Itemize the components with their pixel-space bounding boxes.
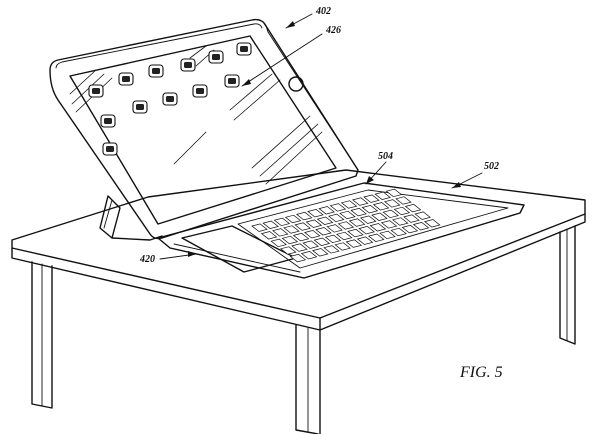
keyboard-key[interactable] bbox=[384, 199, 401, 208]
keyboard-key[interactable] bbox=[372, 202, 390, 211]
cover-stand bbox=[99, 195, 163, 241]
keyboard-key[interactable] bbox=[300, 251, 318, 260]
keyboard-key[interactable] bbox=[401, 224, 419, 234]
keyboard-key[interactable] bbox=[392, 217, 409, 226]
keyboard-key[interactable] bbox=[380, 220, 398, 229]
keyboard-key[interactable] bbox=[340, 200, 358, 209]
keyboard-key[interactable] bbox=[307, 209, 324, 218]
figure-caption: FIG. 5 bbox=[459, 364, 503, 381]
keyboard-key[interactable] bbox=[292, 232, 310, 242]
app-icon-glyph bbox=[166, 96, 174, 102]
keyboard-key[interactable] bbox=[329, 203, 347, 212]
keyboard-key[interactable] bbox=[294, 222, 311, 231]
keyboard-key[interactable] bbox=[424, 219, 441, 228]
keyboard-key[interactable] bbox=[363, 194, 380, 203]
table-leg-front-right bbox=[295, 324, 319, 434]
keyboard-key[interactable] bbox=[371, 212, 388, 221]
keyboard-key[interactable] bbox=[316, 216, 334, 225]
app-icon-glyph bbox=[240, 46, 248, 52]
keyboard-key[interactable] bbox=[356, 236, 374, 245]
keyboard-key[interactable] bbox=[382, 209, 399, 219]
keyboard-key[interactable] bbox=[302, 240, 319, 249]
tablet-device bbox=[49, 18, 359, 240]
keyboard-key[interactable] bbox=[272, 228, 289, 237]
keyboard-key[interactable] bbox=[368, 233, 385, 242]
keyboard-keys bbox=[251, 188, 441, 263]
keyboard-key[interactable] bbox=[283, 225, 300, 234]
table-top bbox=[11, 169, 586, 319]
keyboard-key[interactable] bbox=[305, 219, 323, 228]
app-icon-glyph bbox=[184, 62, 192, 68]
app-icon-glyph bbox=[104, 118, 112, 124]
keyboard-base bbox=[157, 182, 525, 279]
app-icon-glyph bbox=[228, 78, 236, 84]
keyboard-key[interactable] bbox=[315, 227, 332, 236]
keyboard-key[interactable] bbox=[270, 238, 287, 248]
keyboard-key[interactable] bbox=[369, 223, 387, 232]
keyboard-key[interactable] bbox=[385, 188, 403, 198]
ref-420: 420 bbox=[139, 254, 155, 265]
keyboard-key[interactable] bbox=[358, 226, 375, 235]
keyboard-key[interactable] bbox=[260, 231, 278, 240]
home-button[interactable] bbox=[288, 76, 304, 92]
app-icon-glyph bbox=[106, 146, 114, 152]
keyboard-key[interactable] bbox=[312, 248, 329, 257]
keyboard-key[interactable] bbox=[352, 197, 369, 206]
keyboard-key[interactable] bbox=[334, 242, 351, 251]
keyboard-key[interactable] bbox=[374, 191, 391, 200]
keyboard-key[interactable] bbox=[347, 228, 364, 238]
keyboard-key[interactable] bbox=[361, 205, 379, 214]
keyboard-region bbox=[237, 189, 509, 269]
keyboard-key[interactable] bbox=[313, 237, 331, 246]
app-icon-glyph bbox=[136, 104, 144, 110]
keyboard-key[interactable] bbox=[412, 222, 430, 231]
keyboard-key[interactable] bbox=[379, 230, 396, 240]
keyboard-key[interactable] bbox=[304, 230, 321, 239]
keyboard-key[interactable] bbox=[403, 214, 420, 223]
keyboard-key[interactable] bbox=[324, 234, 342, 244]
keyboard-key[interactable] bbox=[273, 217, 291, 227]
tablet-screen bbox=[69, 35, 337, 225]
keyboard-key[interactable] bbox=[348, 218, 366, 227]
keyboard-key[interactable] bbox=[414, 211, 431, 220]
keyboard-key[interactable] bbox=[360, 215, 377, 224]
keyboard-key[interactable] bbox=[350, 207, 367, 217]
ref-504: 504 bbox=[378, 151, 393, 162]
table bbox=[11, 169, 586, 434]
keyboard-key[interactable] bbox=[345, 239, 363, 248]
keyboard-key[interactable] bbox=[280, 246, 297, 255]
keyboard-key[interactable] bbox=[323, 245, 340, 254]
keyboard-key[interactable] bbox=[291, 243, 308, 252]
app-icon-grid bbox=[88, 42, 252, 156]
table-leg-back-right bbox=[559, 225, 576, 345]
app-icon-glyph bbox=[196, 88, 204, 94]
keyboard-key[interactable] bbox=[395, 196, 412, 205]
keyboard-key[interactable] bbox=[390, 227, 407, 237]
keyboard-key[interactable] bbox=[262, 220, 279, 229]
keyboard-key[interactable] bbox=[289, 253, 307, 263]
keyboard-key[interactable] bbox=[404, 203, 422, 213]
keyboard-key[interactable] bbox=[326, 224, 343, 233]
keyboard-key[interactable] bbox=[284, 214, 302, 224]
keyboard-key[interactable] bbox=[328, 213, 345, 223]
app-icon-glyph bbox=[92, 88, 100, 94]
keyboard-key[interactable] bbox=[296, 211, 313, 221]
app-icon-glyph bbox=[152, 68, 160, 74]
keyboard-key[interactable] bbox=[251, 223, 268, 232]
keyboard-key[interactable] bbox=[339, 210, 356, 220]
ref-426: 426 bbox=[325, 25, 341, 36]
keyboard-key[interactable] bbox=[393, 206, 411, 216]
keyboard-key[interactable] bbox=[281, 235, 299, 245]
reference-labels: 402 426 420 504 502 FIG. 5 bbox=[139, 6, 503, 381]
app-icon-glyph bbox=[212, 54, 220, 60]
keyboard-key[interactable] bbox=[337, 221, 355, 230]
tablet-outer-frame bbox=[49, 18, 359, 240]
app-icon-glyph bbox=[122, 76, 130, 82]
ref-502: 502 bbox=[484, 161, 499, 172]
ref-402: 402 bbox=[315, 6, 331, 17]
keyboard-key[interactable] bbox=[336, 231, 353, 241]
keyboard-key[interactable] bbox=[318, 206, 335, 215]
